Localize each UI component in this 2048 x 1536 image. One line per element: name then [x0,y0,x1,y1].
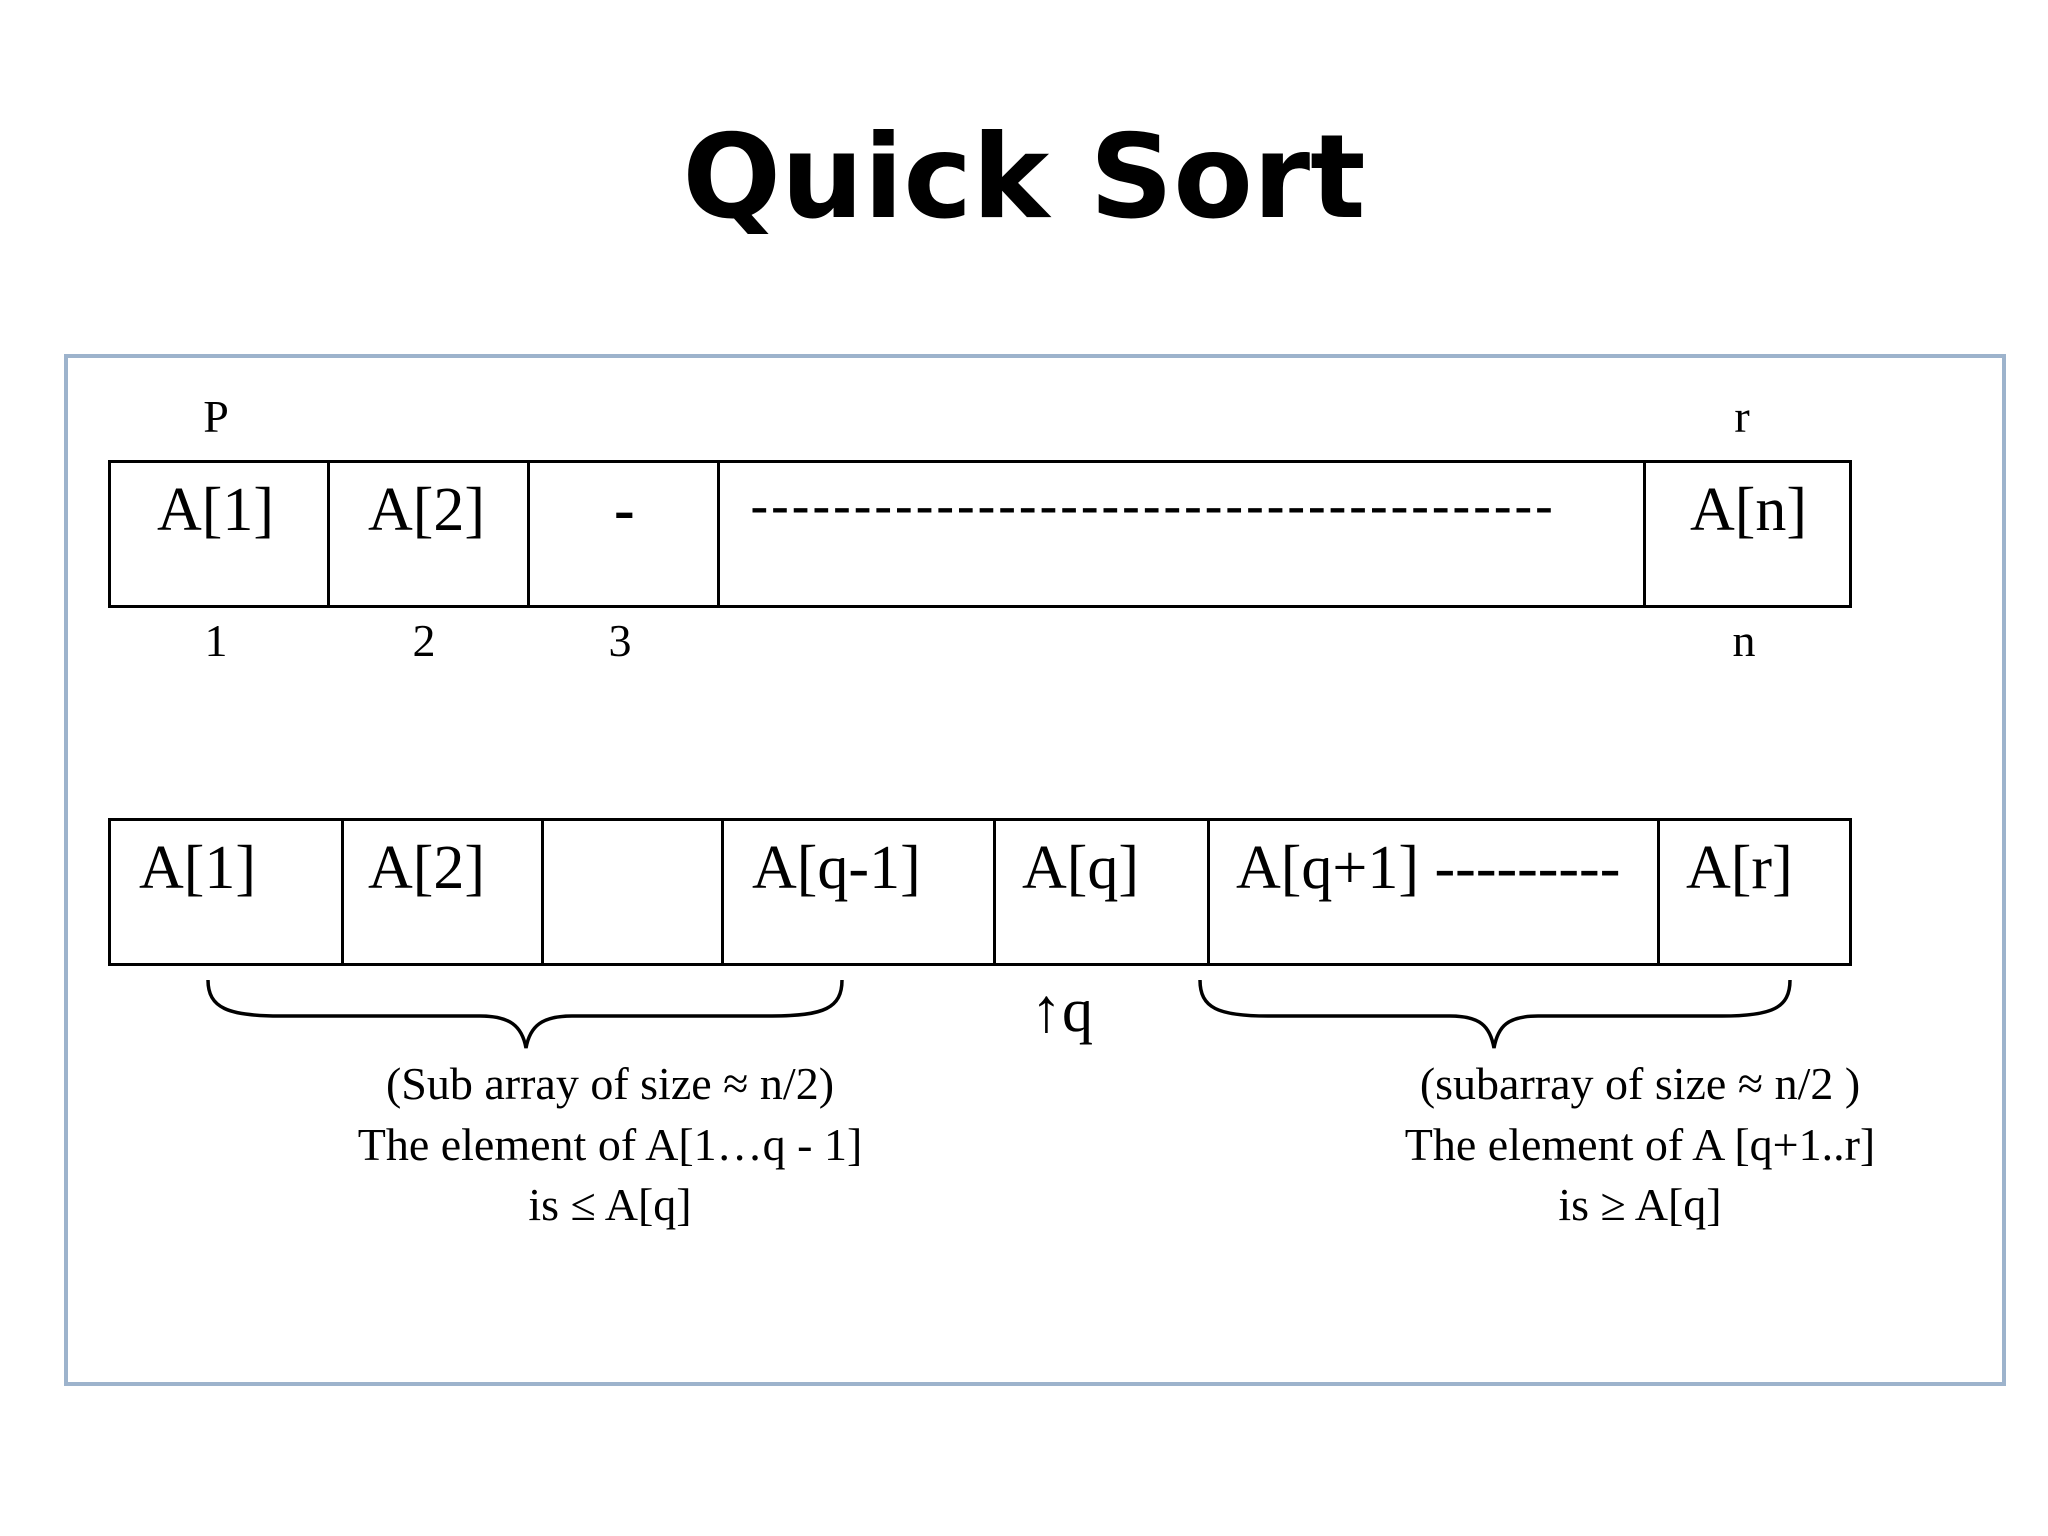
bottom-cell-q-plus-1-text: A[q+1] --------- [1236,834,1621,902]
index-3-label: 3 [608,615,632,666]
pointer-r-label: r [1734,391,1750,442]
bottom-cell-q: A[q] [993,821,1210,963]
top-cell-n: A[n] [1643,463,1855,605]
left-caption-line3: is ≤ A[q] [528,1179,692,1231]
index-1-label: 1 [204,615,228,666]
bottom-cell-1: A[1] [111,821,341,963]
index-n-label: n [1732,615,1756,666]
bottom-array: A[1] A[2] A[q-1] A[q] A[q+1] --------- A… [108,818,1852,966]
right-brace [1198,979,1792,1049]
bottom-cell-q-plus-1: A[q+1] --------- [1207,821,1660,963]
top-cell-2: A[2] [327,463,530,605]
left-caption: (Sub array of size ≈ n/2) The element of… [300,1054,920,1236]
q-pointer-marker: ↑q [1031,977,1093,1045]
pointer-p-label: P [203,391,229,442]
index-2-label: 2 [412,615,436,666]
bottom-cell-q-minus-1-text: A[q-1] [752,834,921,902]
right-caption-line3: is ≥ A[q] [1558,1179,1722,1231]
top-cell-1: A[1] [111,463,327,605]
diagram-frame [64,354,2006,1386]
top-cell-3: - [527,463,720,605]
left-caption-line1: (Sub array of size ≈ n/2) [385,1058,835,1109]
top-cell-2-text: A[2] [368,476,486,544]
right-caption: (subarray of size ≈ n/2 ) The element of… [1340,1054,1940,1236]
right-caption-line2: The element of A [q+1..r] [1404,1118,1876,1170]
top-cell-n-text: A[n] [1690,476,1808,544]
bottom-cell-1-text: A[1] [139,834,257,902]
bottom-cell-3 [541,821,724,963]
left-caption-line2: The element of A[1…q - 1] [357,1118,863,1170]
bottom-cell-2-text: A[2] [368,834,486,902]
top-cell-3-text: - [614,476,635,544]
top-cell-dashes-text: --------------------------------------- [750,474,1556,537]
top-cell-dashes: --------------------------------------- [717,463,1646,605]
bottom-cell-2: A[2] [341,821,544,963]
bottom-cell-q-minus-1: A[q-1] [721,821,996,963]
top-cell-1-text: A[1] [157,476,275,544]
page-title: Quick Sort [682,110,1366,245]
bottom-cell-q-text: A[q] [1022,834,1140,902]
top-array: A[1] A[2] - ----------------------------… [108,460,1852,608]
bottom-cell-r-text: A[r] [1686,834,1793,902]
right-caption-line1: (subarray of size ≈ n/2 ) [1419,1058,1861,1109]
bottom-cell-r: A[r] [1657,821,1855,963]
left-brace [206,979,844,1049]
